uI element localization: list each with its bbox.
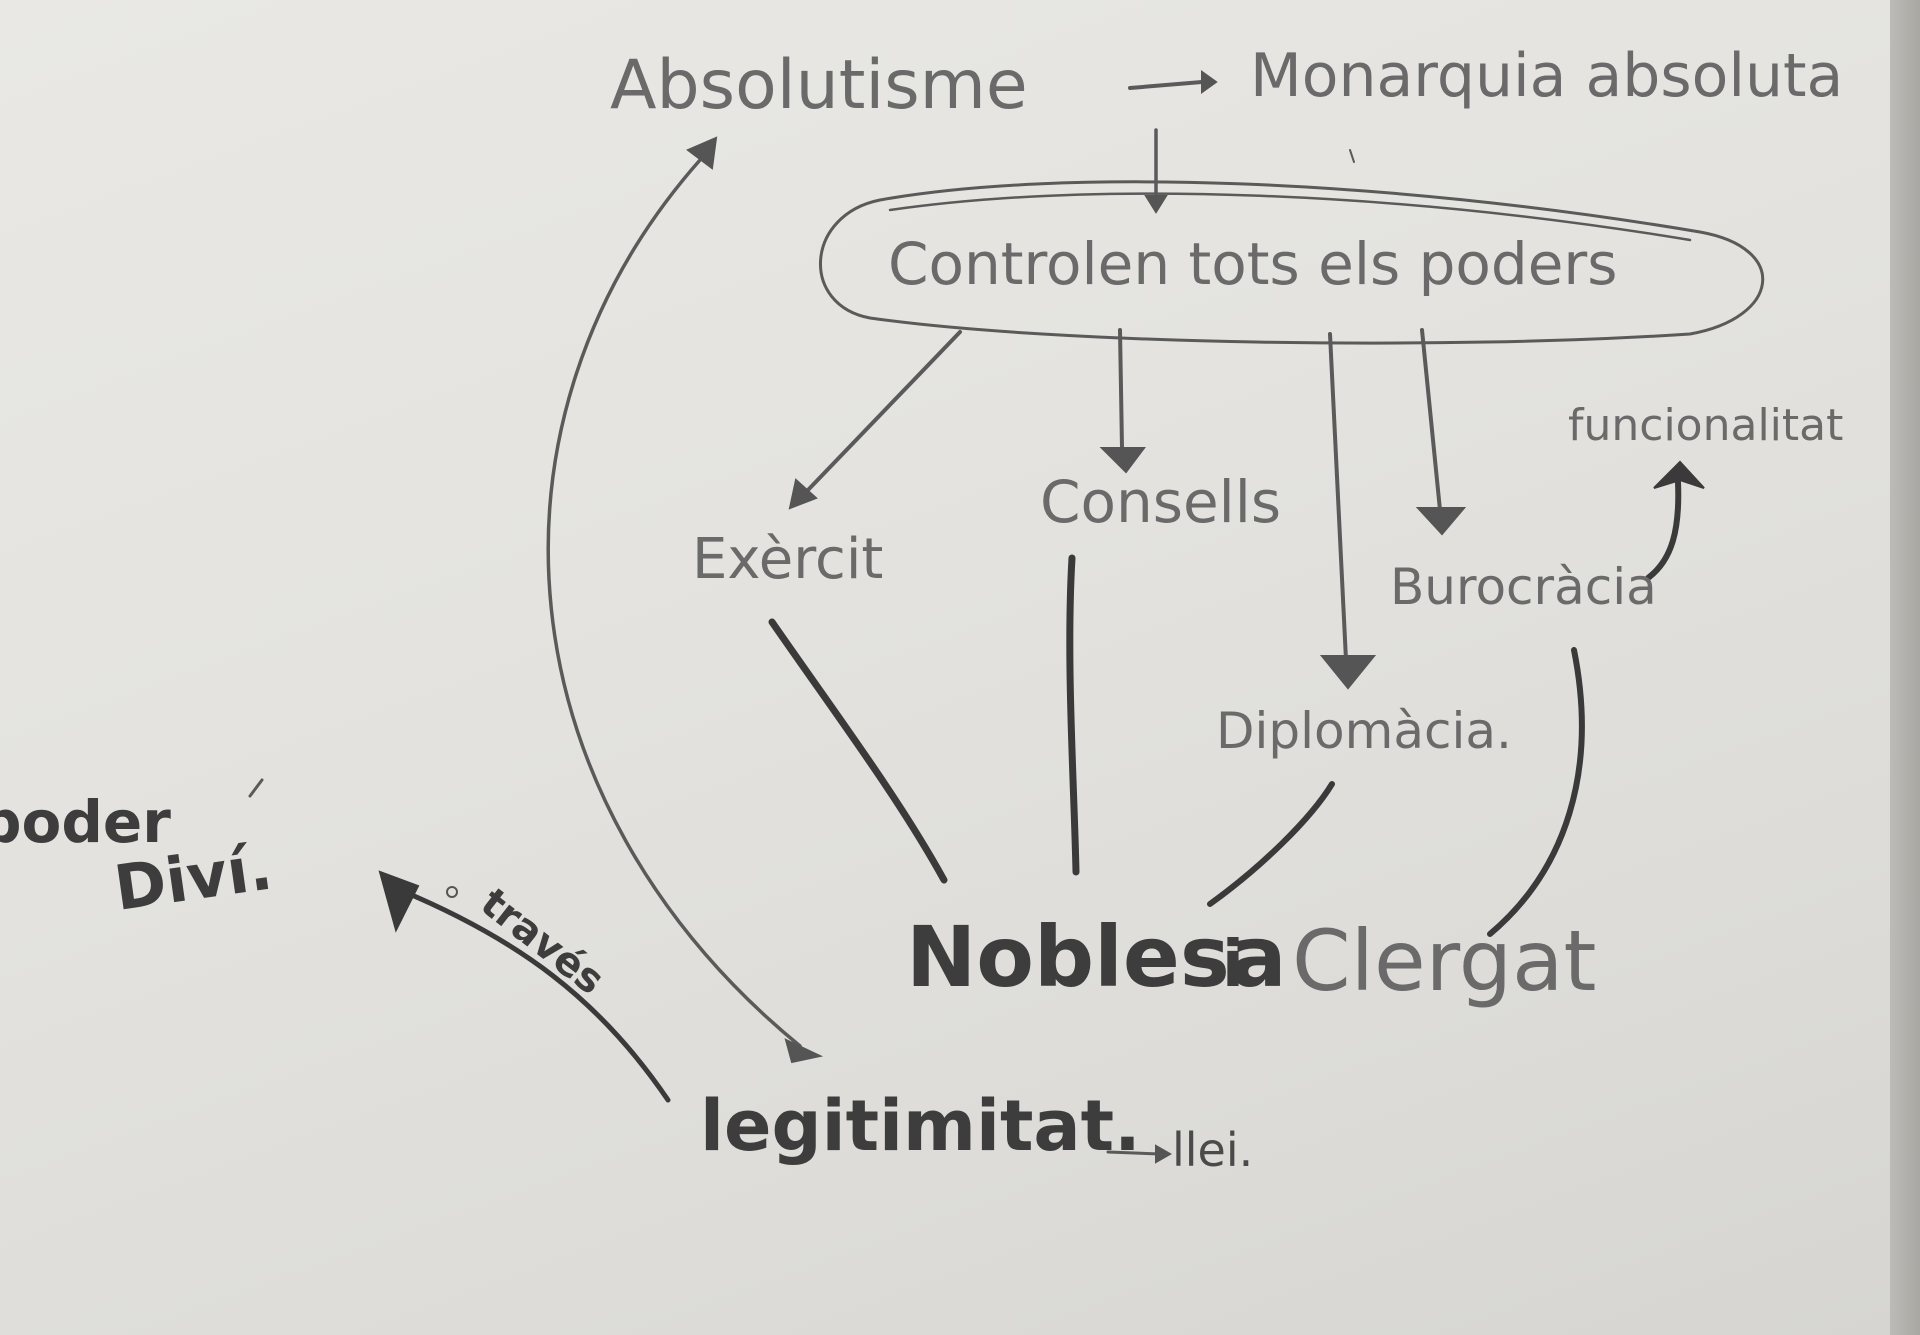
arrow-absolutisme-legitimitat — [546, 136, 824, 1064]
line-diplomacia-noblesa — [1207, 781, 1335, 907]
line-burocracia-clergat — [1487, 647, 1585, 937]
arrow-absolutisme-monarquia — [1128, 70, 1218, 94]
arrow-controlen-burocracia — [1415, 328, 1467, 536]
node-conj: i — [1222, 928, 1244, 1002]
label-traves: través — [472, 880, 613, 1004]
arrow-controlen-diplomacia — [1319, 332, 1377, 690]
node-noblesa-i-clergat: Noblesa i Clergat — [906, 908, 1596, 1010]
ellipse-controlen — [819, 180, 1764, 345]
node-poder: poder — [0, 788, 171, 856]
paper-edge — [1890, 0, 1920, 1335]
node-controlen-tots-els-poders: Controlen tots els poders — [888, 230, 1617, 298]
node-exercit: Exèrcit — [692, 527, 883, 592]
arrow-controlen-consells — [1099, 328, 1146, 474]
node-noblesa: Noblesa — [906, 908, 1287, 1006]
arrow-traves-divi — [378, 870, 671, 1103]
node-clergat: Clergat — [1292, 912, 1596, 1010]
node-consells: Consells — [1040, 468, 1281, 536]
accent-mark — [248, 778, 264, 798]
arrow-legitimitat-llei — [1106, 1144, 1173, 1164]
arrow-controlen-exercit — [788, 330, 962, 510]
line-consells-noblesa — [1066, 554, 1080, 876]
arrow-monarquia-controlen — [1144, 128, 1168, 214]
node-burocracia: Burocràcia — [1390, 558, 1657, 616]
node-funcionalitat: funcionalitat — [1568, 400, 1843, 451]
pencil-mark — [1349, 149, 1355, 163]
node-monarquia-absoluta: Monarquia absoluta — [1250, 41, 1843, 111]
node-absolutisme: Absolutisme — [610, 46, 1028, 125]
node-legitimitat: legitimitat. — [700, 1085, 1141, 1167]
line-exercit-noblesa — [768, 618, 948, 884]
arrow-burocracia-funcionalitat — [1645, 460, 1705, 581]
node-llei: llei. — [1172, 1123, 1253, 1177]
node-diplomacia: Diplomàcia. — [1216, 702, 1512, 760]
